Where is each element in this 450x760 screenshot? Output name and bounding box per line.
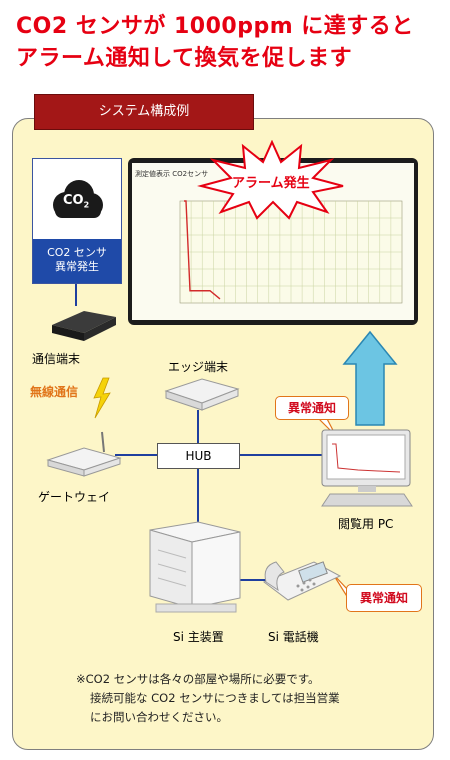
lightning-icon	[93, 377, 111, 419]
phone-alert-bubble: 異常通知	[346, 584, 422, 612]
notice-line-3: にお問い合わせください。	[90, 710, 228, 724]
cloud-icon	[53, 180, 103, 218]
si-main-label: Si 主装置	[173, 630, 224, 644]
wireless-label: 無線通信	[30, 385, 79, 399]
section-tag-label: システム構成例	[98, 104, 190, 119]
co2-subscript: 2	[83, 200, 90, 210]
pc-alert-bubble: 異常通知	[275, 396, 349, 420]
si-main-device	[149, 521, 241, 613]
co2-label: CO2	[63, 193, 90, 210]
comm-terminal-label: 通信端末	[32, 352, 81, 366]
co2-sensor-card: CO2 CO2 センサ 異常発生	[32, 158, 122, 284]
section-tag: システム構成例	[34, 94, 254, 130]
alarm-text: アラーム発生	[232, 176, 310, 191]
alarm-burst	[197, 140, 344, 220]
headline-line-1: CO2 センサが 1000ppm に達すると	[16, 14, 414, 39]
notice-line-2: 接続可能な CO2 センサにつきましては担当営業	[90, 691, 340, 705]
headline-line-2: アラーム通知して換気を促します	[16, 46, 353, 71]
notice-line-1: ※CO2 センサは各々の部屋や場所に必要です。	[76, 672, 320, 686]
si-phone-device	[262, 561, 342, 601]
hub-box: HUB	[157, 443, 240, 469]
sensor-status-line-1: CO2 センサ	[47, 246, 107, 259]
gateway-device	[46, 431, 122, 477]
phone-alert-text: 異常通知	[359, 591, 408, 605]
pc-alert-text: 異常通知	[287, 401, 336, 415]
viewer-pc-device	[321, 429, 413, 507]
sensor-status-line-2: 異常発生	[55, 260, 99, 273]
co2-chart	[179, 200, 403, 304]
chart-series-line	[184, 200, 221, 300]
screen-title: 測定値表示 CO2センサ	[135, 170, 209, 178]
viewer-pc-label: 閲覧用 PC	[338, 517, 394, 531]
headline: CO2 センサが 1000ppm に達すると アラーム通知して換気を促します	[0, 0, 450, 95]
hub-label: HUB	[185, 449, 212, 463]
notice: ※CO2 センサは各々の部屋や場所に必要です。 接続可能な CO2 センサにつき…	[76, 670, 340, 727]
si-phone-label: Si 電話機	[268, 630, 319, 644]
up-arrow-icon	[342, 330, 398, 426]
edge-terminal-label: エッジ端末	[168, 360, 229, 374]
edge-terminal-device	[164, 378, 240, 411]
comm-terminal-device	[52, 311, 116, 341]
gateway-label: ゲートウェイ	[38, 490, 111, 504]
